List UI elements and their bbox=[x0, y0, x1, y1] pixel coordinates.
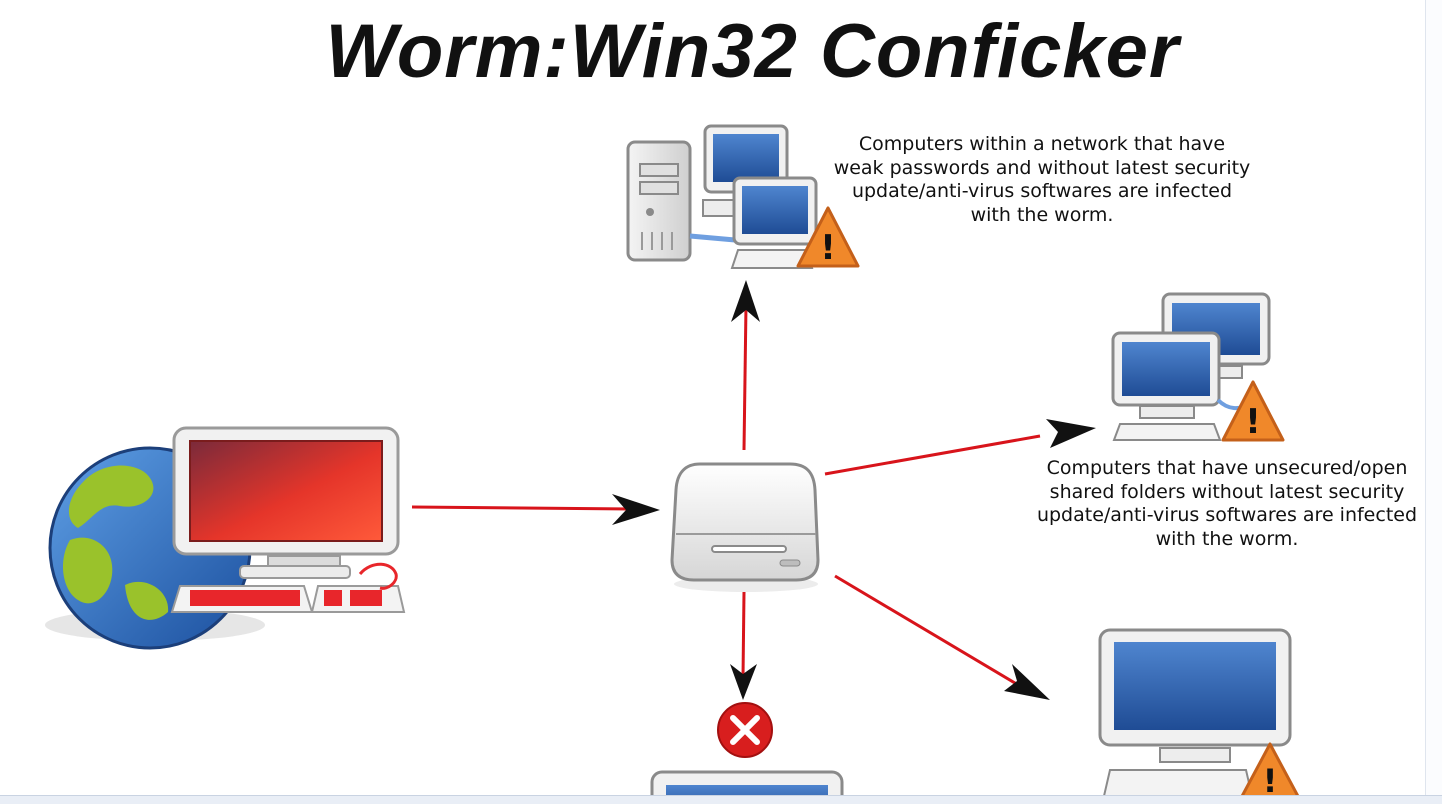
arrow-hub-to-bottom bbox=[730, 591, 757, 700]
window-right-edge bbox=[1425, 0, 1442, 795]
caption-weak-passwords: Computers within a network that have wea… bbox=[833, 133, 1251, 226]
caption-open-shared-folders: Computers that have unsecured/open share… bbox=[1036, 457, 1418, 550]
network-computers-warning-icon: ! bbox=[626, 124, 860, 269]
arrow-source-to-hub bbox=[411, 494, 660, 525]
blocked-computer-icon bbox=[650, 702, 844, 803]
networked-computers-warning-icon: ! bbox=[1111, 292, 1285, 442]
warning-symbol: ! bbox=[1263, 762, 1278, 800]
arrow-hub-to-bottom-right bbox=[834, 574, 1050, 700]
computer-warning-icon: ! bbox=[1098, 628, 1302, 802]
infected-computer-globe-icon bbox=[45, 426, 406, 650]
warning-symbol: ! bbox=[1245, 402, 1261, 442]
page-title: Worm:Win32 Conficker bbox=[325, 9, 1180, 94]
warning-symbol: ! bbox=[820, 228, 836, 268]
arrow-hub-to-right bbox=[824, 419, 1096, 476]
horizontal-scrollbar[interactable] bbox=[0, 795, 1442, 804]
removable-drive-icon bbox=[670, 462, 820, 592]
arrow-hub-to-top bbox=[731, 280, 760, 451]
